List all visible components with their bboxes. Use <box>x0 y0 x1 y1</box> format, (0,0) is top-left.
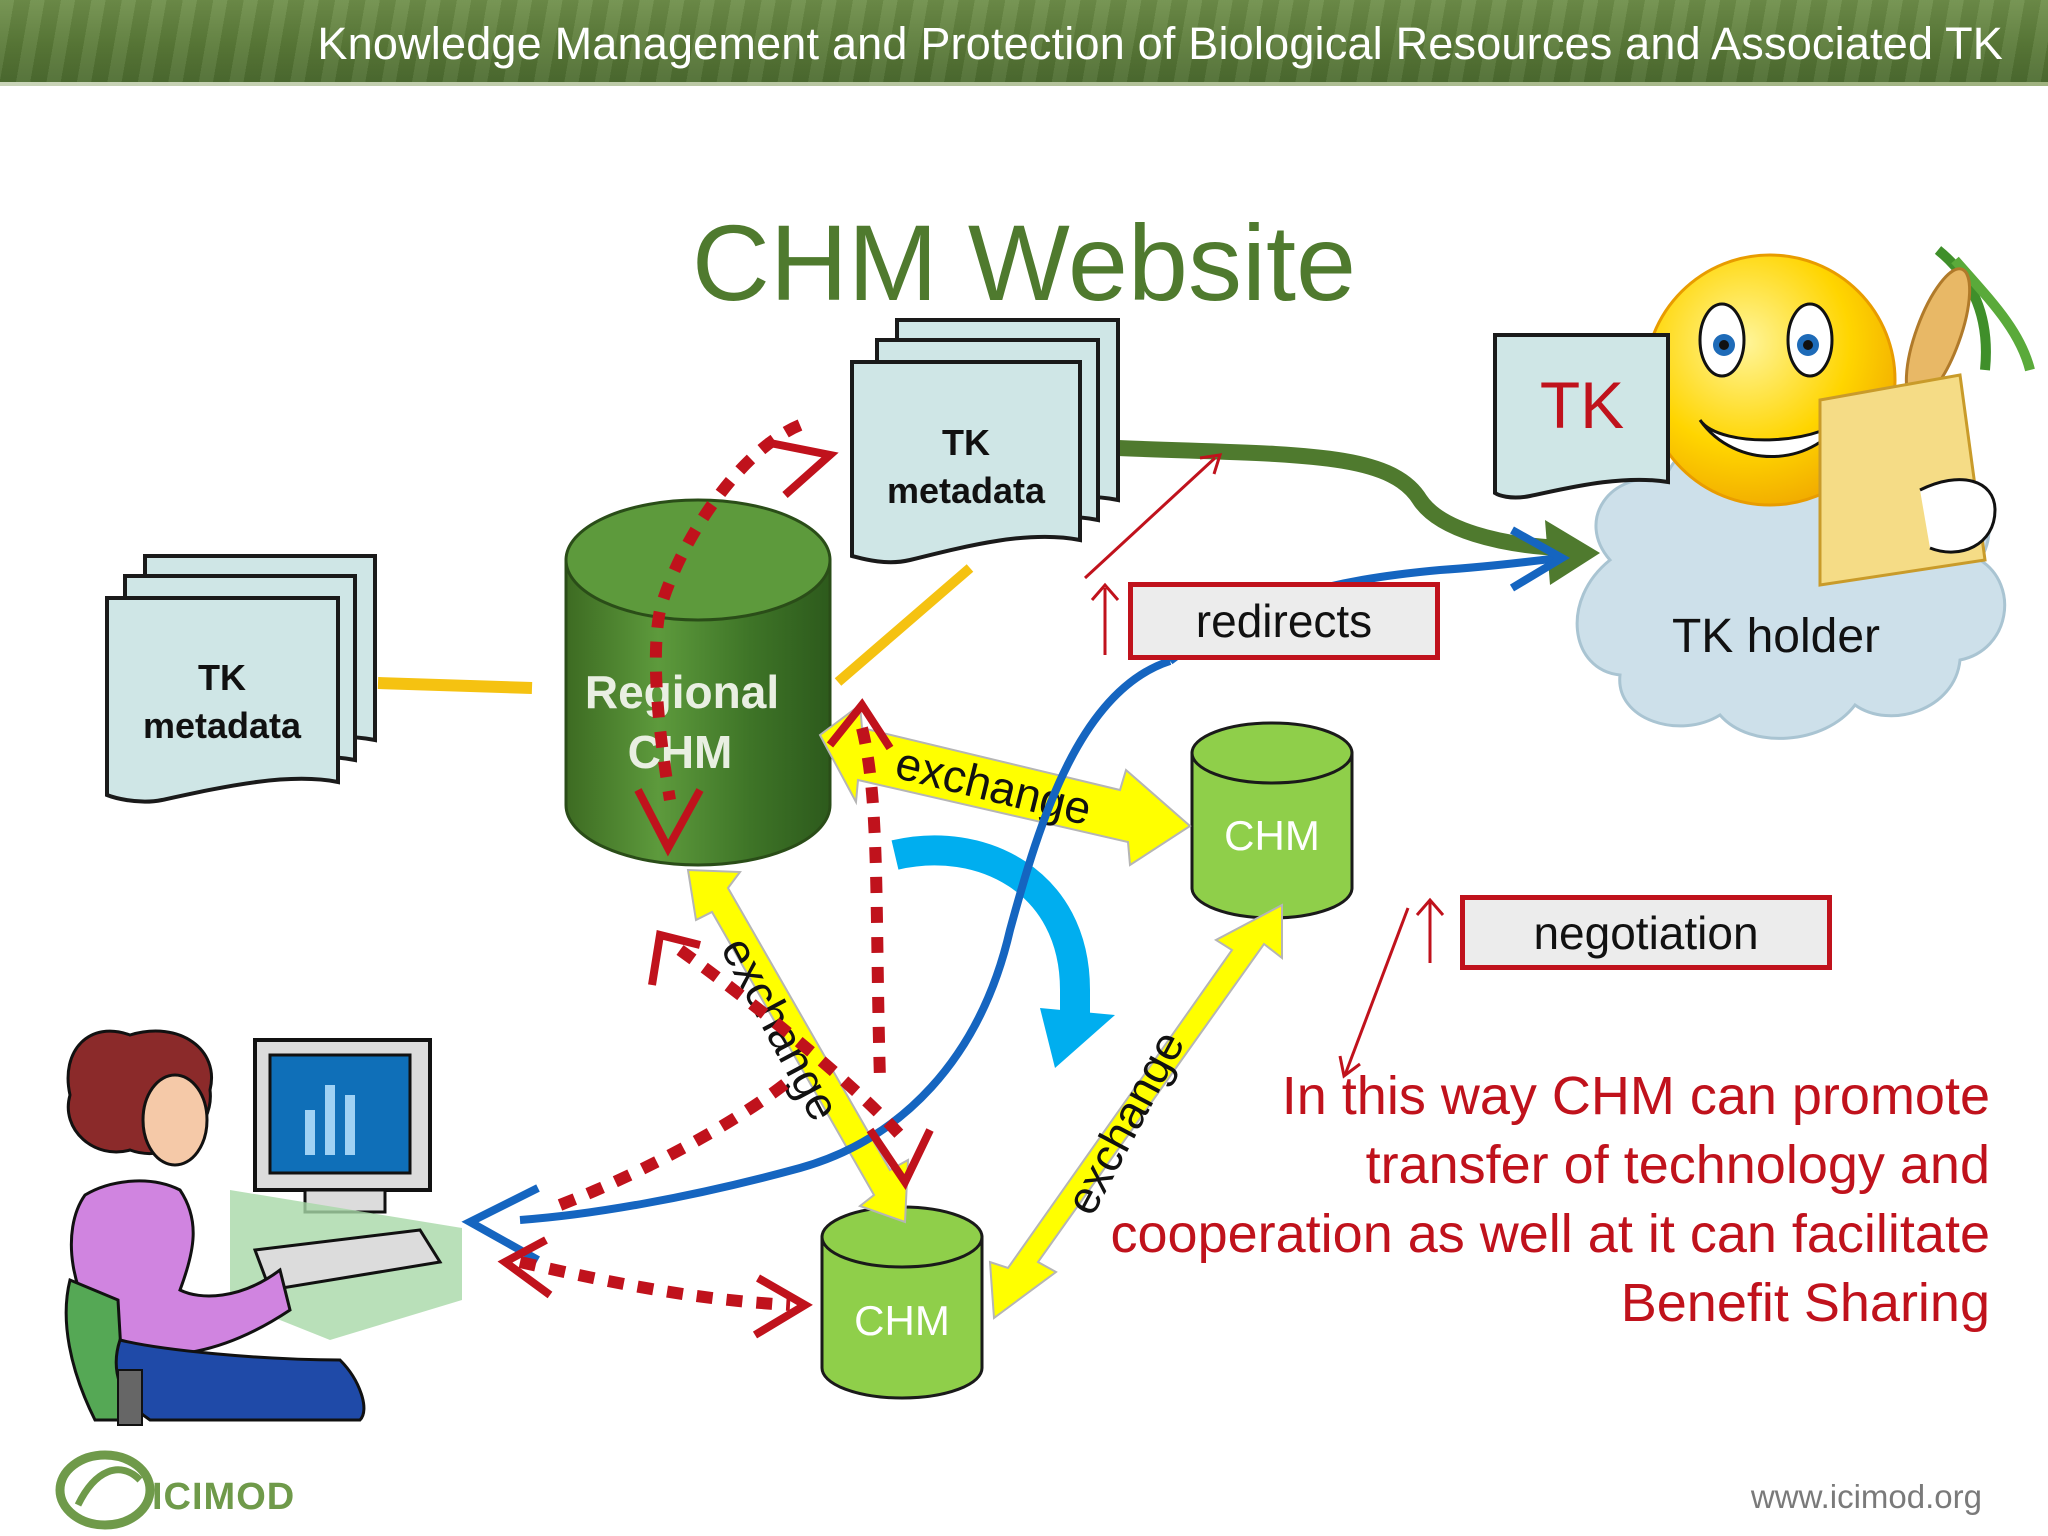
cycle-arrow <box>891 835 1090 1020</box>
chm-right-cylinder <box>1190 721 1354 920</box>
header-bar <box>0 0 2048 82</box>
tk-metadata-left-label-2: metadata <box>143 705 302 746</box>
dotted-head-diag-top <box>648 930 701 986</box>
dotted-head-user <box>497 1236 553 1299</box>
dotted-head-diag-bottom <box>866 1127 934 1191</box>
chm-bottom-cylinder <box>820 1205 984 1400</box>
dotted-head-chm-bottom <box>752 1274 813 1339</box>
redirects-pointer-line <box>1083 456 1217 580</box>
dotted-arc-top <box>649 419 803 801</box>
exchange-label-top: exchange <box>891 736 1097 835</box>
green-arrow-head <box>1545 520 1600 585</box>
green-arrow <box>1117 440 1561 556</box>
redirects-label: redirects <box>1128 582 1440 660</box>
tk-metadata-top-label-2: metadata <box>887 470 1046 511</box>
regional-chm-cylinder <box>564 498 832 867</box>
tk-metadata-left-label-1: TK <box>198 657 246 698</box>
grocery-bag-icon <box>1818 246 2035 587</box>
dotted-diag <box>676 945 905 1140</box>
exchange-arrow-top <box>818 703 1192 867</box>
footer-url[interactable]: www.icimod.org <box>1750 1478 1982 1515</box>
dotted-head-top <box>764 438 839 498</box>
icimod-logo <box>55 1450 155 1530</box>
user-computer-illustration <box>64 1029 462 1426</box>
tk-document <box>1493 333 1670 500</box>
dotted-head-regional <box>634 788 704 857</box>
tk-metadata-left-stack <box>105 554 377 804</box>
redirect-head-user <box>461 1184 540 1264</box>
dotted-user-regional <box>557 1075 794 1211</box>
slide-title: CHM Website <box>691 202 1357 323</box>
link-line-top <box>834 564 974 686</box>
cycle-arrow-head <box>1040 1008 1115 1068</box>
header-title: Knowledge Management and Protection of B… <box>317 18 2003 69</box>
redirects-tick-head <box>1090 582 1120 601</box>
negotiation-pointer-line <box>1343 907 1410 1076</box>
tk-holder-label: TK holder <box>1672 610 1880 663</box>
redirect-head-holder <box>1509 526 1570 592</box>
redirects-pointer-head <box>1199 453 1223 475</box>
redirects-label-text: redirects <box>1195 595 1373 647</box>
chm-bottom-label: CHM <box>854 1297 950 1344</box>
regional-chm-label-2: CHM <box>628 726 733 778</box>
redirect-curve-upper <box>519 657 1172 1224</box>
negotiation-pointer-head <box>1338 1055 1361 1079</box>
dotted-line-chm <box>856 726 886 1081</box>
dotted-head-chm-top <box>826 698 894 751</box>
chm-right-label: CHM <box>1224 812 1320 859</box>
tk-document-label: TK <box>1540 368 1624 442</box>
summary-text: In this way CHM can promote transfer of … <box>1110 1066 1990 1333</box>
dotted-user-chm <box>518 1256 791 1311</box>
link-line-left <box>377 677 533 694</box>
negotiation-label-text: negotiation <box>1533 907 1759 959</box>
exchange-arrow-right <box>988 903 1283 1320</box>
header-divider <box>0 82 2048 86</box>
regional-chm-label-1: Regional <box>585 666 779 718</box>
negotiation-label: negotiation <box>1460 895 1832 970</box>
tk-metadata-top-stack <box>850 318 1120 565</box>
negotiation-tick-head <box>1415 897 1445 916</box>
tk-metadata-top-label-1: TK <box>942 422 990 463</box>
icimod-logo-text: ICIMOD <box>152 1476 295 1518</box>
